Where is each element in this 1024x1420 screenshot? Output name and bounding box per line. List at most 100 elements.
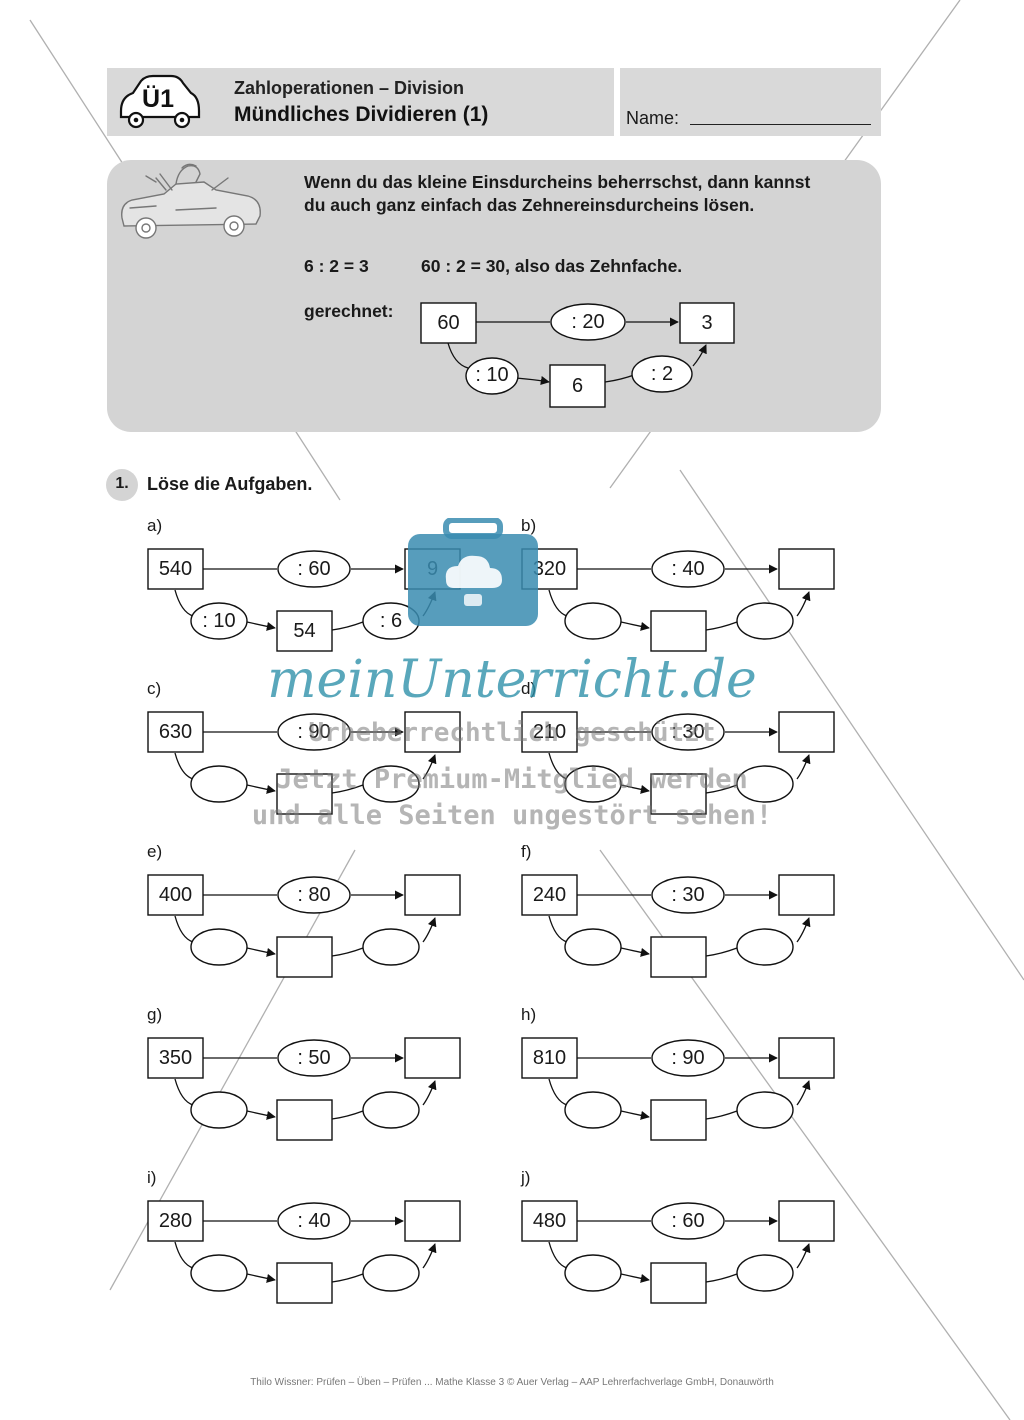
end-box <box>404 874 461 916</box>
task-instruction: Löse die Aufgaben. <box>147 474 313 494</box>
exercise-f: f) 240 : 30 <box>521 842 851 978</box>
mid-box <box>650 773 707 815</box>
car-badge-icon: Ü1 <box>119 74 201 129</box>
start-value: 320 <box>532 558 567 580</box>
example-operator-2: : 2 <box>650 363 674 385</box>
top-operator: : 40 <box>671 558 705 580</box>
start-box <box>147 1037 204 1079</box>
operator-1-oval <box>190 1091 248 1129</box>
top-operator: : 50 <box>297 1047 331 1069</box>
start-value: 240 <box>532 884 567 906</box>
briefcase-cloud-icon <box>408 518 538 626</box>
top-operator-oval <box>277 1039 351 1077</box>
calc-label: gerechnet: <box>304 301 394 321</box>
info-text: Wenn du das kleine Einsdurcheins beherrs… <box>304 172 811 215</box>
exercise-label: e) <box>147 842 163 861</box>
start-value: 400 <box>158 884 193 906</box>
top-operator: : 90 <box>671 1047 705 1069</box>
worksheet-title: Mündliches Dividieren (1) <box>234 103 489 126</box>
exercise-connectors <box>521 1200 835 1304</box>
end-box <box>404 711 461 753</box>
operator-2-oval <box>736 602 794 640</box>
operator-1-oval <box>564 602 622 640</box>
start-box <box>147 711 204 753</box>
example-end-value: 3 <box>701 312 713 334</box>
top-operator-oval <box>277 713 351 751</box>
exercise-connectors <box>147 1200 461 1304</box>
badge-text: Ü1 <box>142 84 174 113</box>
top-operator: : 30 <box>671 721 705 743</box>
mid-box <box>276 1262 333 1304</box>
end-box <box>778 1200 835 1242</box>
task-number-badge: 1. <box>106 469 138 501</box>
top-operator-oval <box>651 550 725 588</box>
exercise-connectors <box>521 1037 835 1141</box>
operator-1-oval <box>564 1254 622 1292</box>
start-box <box>521 1200 578 1242</box>
top-operator-oval <box>277 876 351 914</box>
operator-2-oval <box>736 1254 794 1292</box>
start-value: 810 <box>532 1047 567 1069</box>
operator-1-oval <box>564 928 622 966</box>
operator-1-oval <box>564 1091 622 1129</box>
example-start-value: 60 <box>437 312 460 334</box>
top-operator-oval <box>277 1202 351 1240</box>
top-operator: : 40 <box>297 1210 331 1232</box>
operator-1-oval <box>190 1254 248 1292</box>
operator-2-oval <box>736 928 794 966</box>
top-operator-oval <box>651 1202 725 1240</box>
operator-1-field: : 10 <box>202 610 236 632</box>
exercise-h: h)810: 90 <box>521 1005 851 1141</box>
operator-2-oval <box>362 1091 420 1129</box>
mid-box <box>276 1099 333 1141</box>
end-box <box>404 1200 461 1242</box>
example-operator-1: : 10 <box>475 364 509 386</box>
end-box <box>778 548 835 590</box>
exercise-connectors <box>147 711 461 815</box>
operator-1-oval <box>190 765 248 803</box>
operator-2-oval <box>362 1254 420 1292</box>
start-box <box>521 711 578 753</box>
example-mid-value: 6 <box>571 375 584 397</box>
end-box <box>778 1037 835 1079</box>
start-value: 280 <box>158 1210 193 1232</box>
end-box <box>778 711 835 753</box>
exercise-label: a) <box>147 516 163 535</box>
exercise-connectors <box>147 874 461 978</box>
operator-1-oval <box>190 602 248 640</box>
operator-2-oval <box>736 765 794 803</box>
exercise-connectors <box>521 548 835 652</box>
exercise-label: b) <box>521 516 537 535</box>
example-top-operator: : 20 <box>571 311 605 333</box>
mid-box <box>650 1099 707 1141</box>
exercise-label: c) <box>147 679 162 698</box>
name-write-line[interactable] <box>690 124 871 125</box>
start-box <box>147 548 204 590</box>
exercise-connectors <box>147 1037 461 1141</box>
watermark-line-2: Jetzt Premium-Mitglied werden <box>276 764 748 795</box>
example-large: 60 : 2 = 30, also das Zehnfache. <box>421 256 683 276</box>
top-operator-oval <box>651 876 725 914</box>
exercise-label: i) <box>147 1168 157 1187</box>
start-box <box>521 1037 578 1079</box>
exercise-d: d)210: 30 <box>521 679 851 815</box>
end-box <box>778 874 835 916</box>
example-diagram: 60 : 20 3 : 10 6 : 2 <box>420 302 740 412</box>
operator-2-oval <box>736 1091 794 1129</box>
top-operator-oval <box>651 1039 725 1077</box>
worksheet-subtitle: Zahloperationen – Division <box>234 78 465 98</box>
mid-box <box>650 936 707 978</box>
exercise-label: f) <box>521 842 532 861</box>
top-operator-oval <box>277 550 351 588</box>
mid-box <box>276 936 333 978</box>
watermark-line-3: und alle Seiten ungestört sehen! <box>251 800 773 831</box>
exercise-label: g) <box>147 1005 163 1024</box>
end-box <box>404 1037 461 1079</box>
footer-copyright: Thilo Wissner: Prüfen – Üben – Prüfen ..… <box>250 1377 774 1388</box>
operator-1-oval <box>564 765 622 803</box>
mid-box <box>276 773 333 815</box>
exercise-connectors <box>521 874 835 978</box>
exercise-e: e)400: 80 <box>147 842 477 978</box>
mid-box <box>276 610 333 652</box>
top-operator: : 30 <box>671 884 705 906</box>
